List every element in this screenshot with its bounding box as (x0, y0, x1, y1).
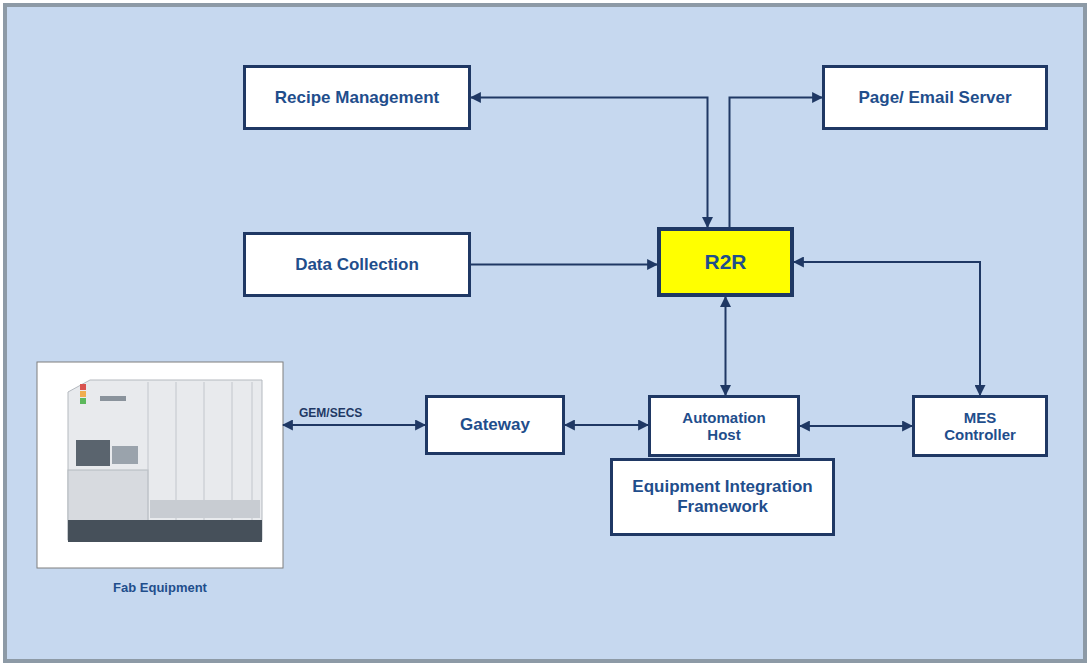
process-box: Equipment Integration Framework (610, 458, 835, 536)
connector-arrow (794, 262, 980, 395)
connector-arrow (725, 297, 727, 395)
edge-label: GEM/SECS (297, 406, 364, 420)
equipment-illustration (37, 362, 283, 568)
connector-arrow (471, 264, 657, 266)
box-label: Recipe Management (275, 88, 439, 108)
process-box: Recipe Management (243, 65, 471, 130)
connector-arrow (730, 98, 823, 228)
process-box: MES Controller (912, 395, 1048, 457)
process-box: Page/ Email Server (822, 65, 1048, 130)
connector-arrow (800, 425, 912, 427)
process-box: Gateway (425, 395, 565, 455)
process-box: Data Collection (243, 232, 471, 297)
box-label: Automation Host (672, 409, 776, 444)
box-label: R2R (704, 250, 746, 274)
connector-arrow (283, 424, 425, 426)
box-label: Gateway (460, 415, 530, 435)
box-label: Fab Equipment (113, 581, 207, 596)
box-label: MES Controller (932, 409, 1028, 444)
process-box: Automation Host (648, 395, 800, 457)
connector-arrow (565, 424, 648, 426)
equipment-figure: Fab Equipment (37, 362, 283, 602)
box-label: Page/ Email Server (858, 88, 1011, 108)
box-label: Equipment Integration Framework (630, 477, 816, 516)
controller-box: R2R (657, 227, 794, 297)
connector-arrow (471, 98, 708, 228)
background-panel (5, 5, 1085, 661)
box-label: Data Collection (295, 255, 419, 275)
